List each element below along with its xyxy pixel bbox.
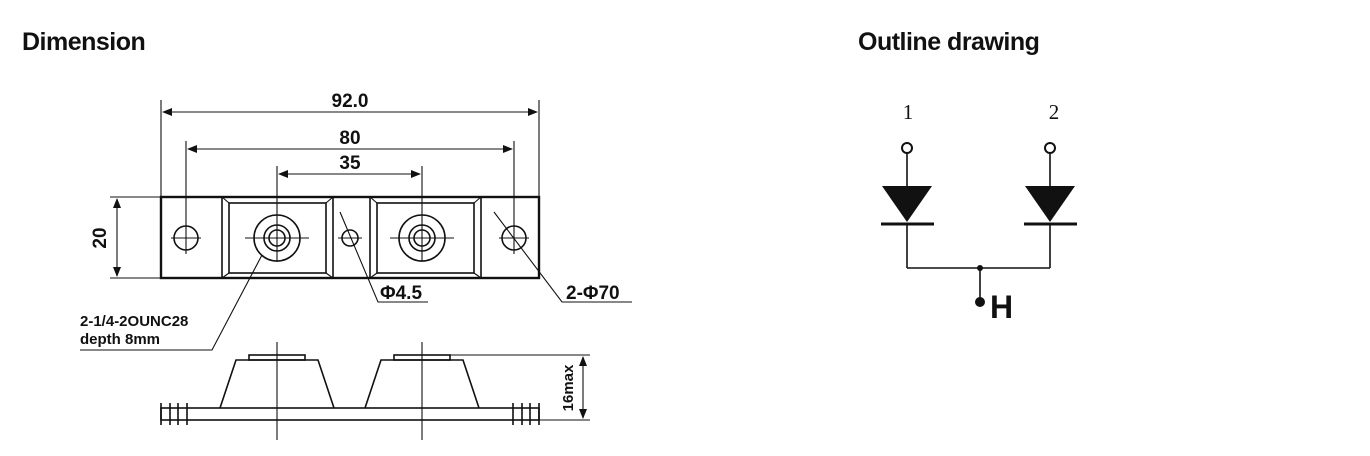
hole-pitch-label: 80 bbox=[339, 128, 360, 149]
top-view bbox=[80, 100, 632, 351]
center-hole-label: Φ4.5 bbox=[380, 283, 422, 304]
common-terminal bbox=[975, 297, 985, 307]
side-view bbox=[160, 342, 590, 440]
diode-2-symbol bbox=[1025, 186, 1075, 222]
thread-leader bbox=[80, 254, 263, 351]
max-height-label: 16max bbox=[560, 364, 577, 411]
side-base-plate bbox=[160, 407, 540, 421]
mounting-hole-leader bbox=[493, 211, 632, 303]
thread-spec-label: 2-1/4-2OUNC28 bbox=[80, 313, 188, 330]
outline-drawing-title: Outline drawing bbox=[858, 28, 1040, 56]
terminal-housing-right-inner bbox=[376, 202, 475, 274]
terminal-housing-right bbox=[369, 196, 482, 279]
mounting-holes-label: 2-Φ70 bbox=[566, 283, 620, 304]
height-label: 20 bbox=[90, 227, 111, 248]
common-terminal-label: H bbox=[990, 289, 1013, 325]
pin-2-label: 2 bbox=[1049, 100, 1060, 124]
dimension-title: Dimension bbox=[22, 28, 146, 56]
overall-length-label: 92.0 bbox=[332, 91, 369, 112]
thread-depth-label: depth 8mm bbox=[80, 331, 160, 348]
center-hole-leader bbox=[339, 211, 428, 303]
terminal-pitch-label: 35 bbox=[339, 153, 361, 174]
pin-1-terminal bbox=[901, 142, 913, 154]
pin-1-label: 1 bbox=[903, 100, 914, 124]
diode-1-symbol bbox=[882, 186, 932, 222]
schematic bbox=[881, 142, 1077, 307]
base-plate-outline bbox=[159, 195, 541, 280]
pin-2-terminal bbox=[1044, 142, 1056, 154]
